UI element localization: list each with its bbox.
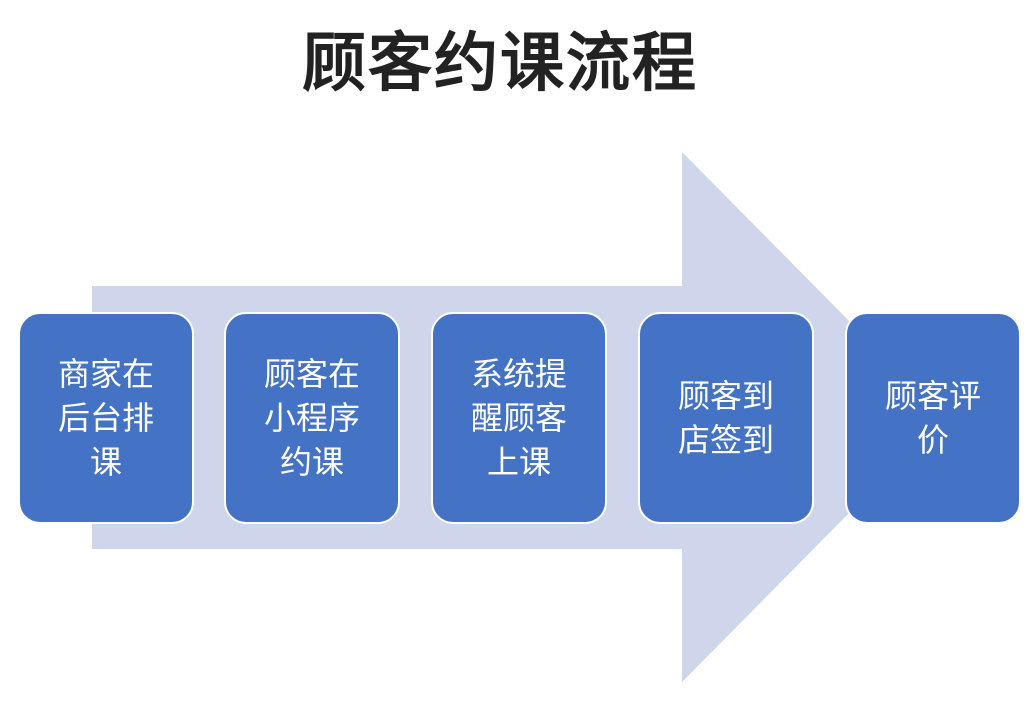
step-4[interactable]: 顾客到店签到	[638, 312, 814, 524]
step-3-label: 系统提醒顾客上课	[470, 355, 567, 481]
step-2[interactable]: 顾客在小程序约课	[224, 312, 400, 524]
step-4-label: 顾客到店签到	[677, 377, 774, 459]
step-3[interactable]: 系统提醒顾客上课	[431, 312, 607, 524]
page-title: 顾客约课流程	[302, 27, 698, 101]
step-1-label: 商家在后台排课	[57, 355, 154, 481]
step-2-label: 顾客在小程序约课	[263, 355, 360, 481]
step-1[interactable]: 商家在后台排课	[18, 312, 194, 524]
step-5[interactable]: 顾客评价	[845, 312, 1021, 524]
step-5-label: 顾客评价	[884, 377, 981, 459]
